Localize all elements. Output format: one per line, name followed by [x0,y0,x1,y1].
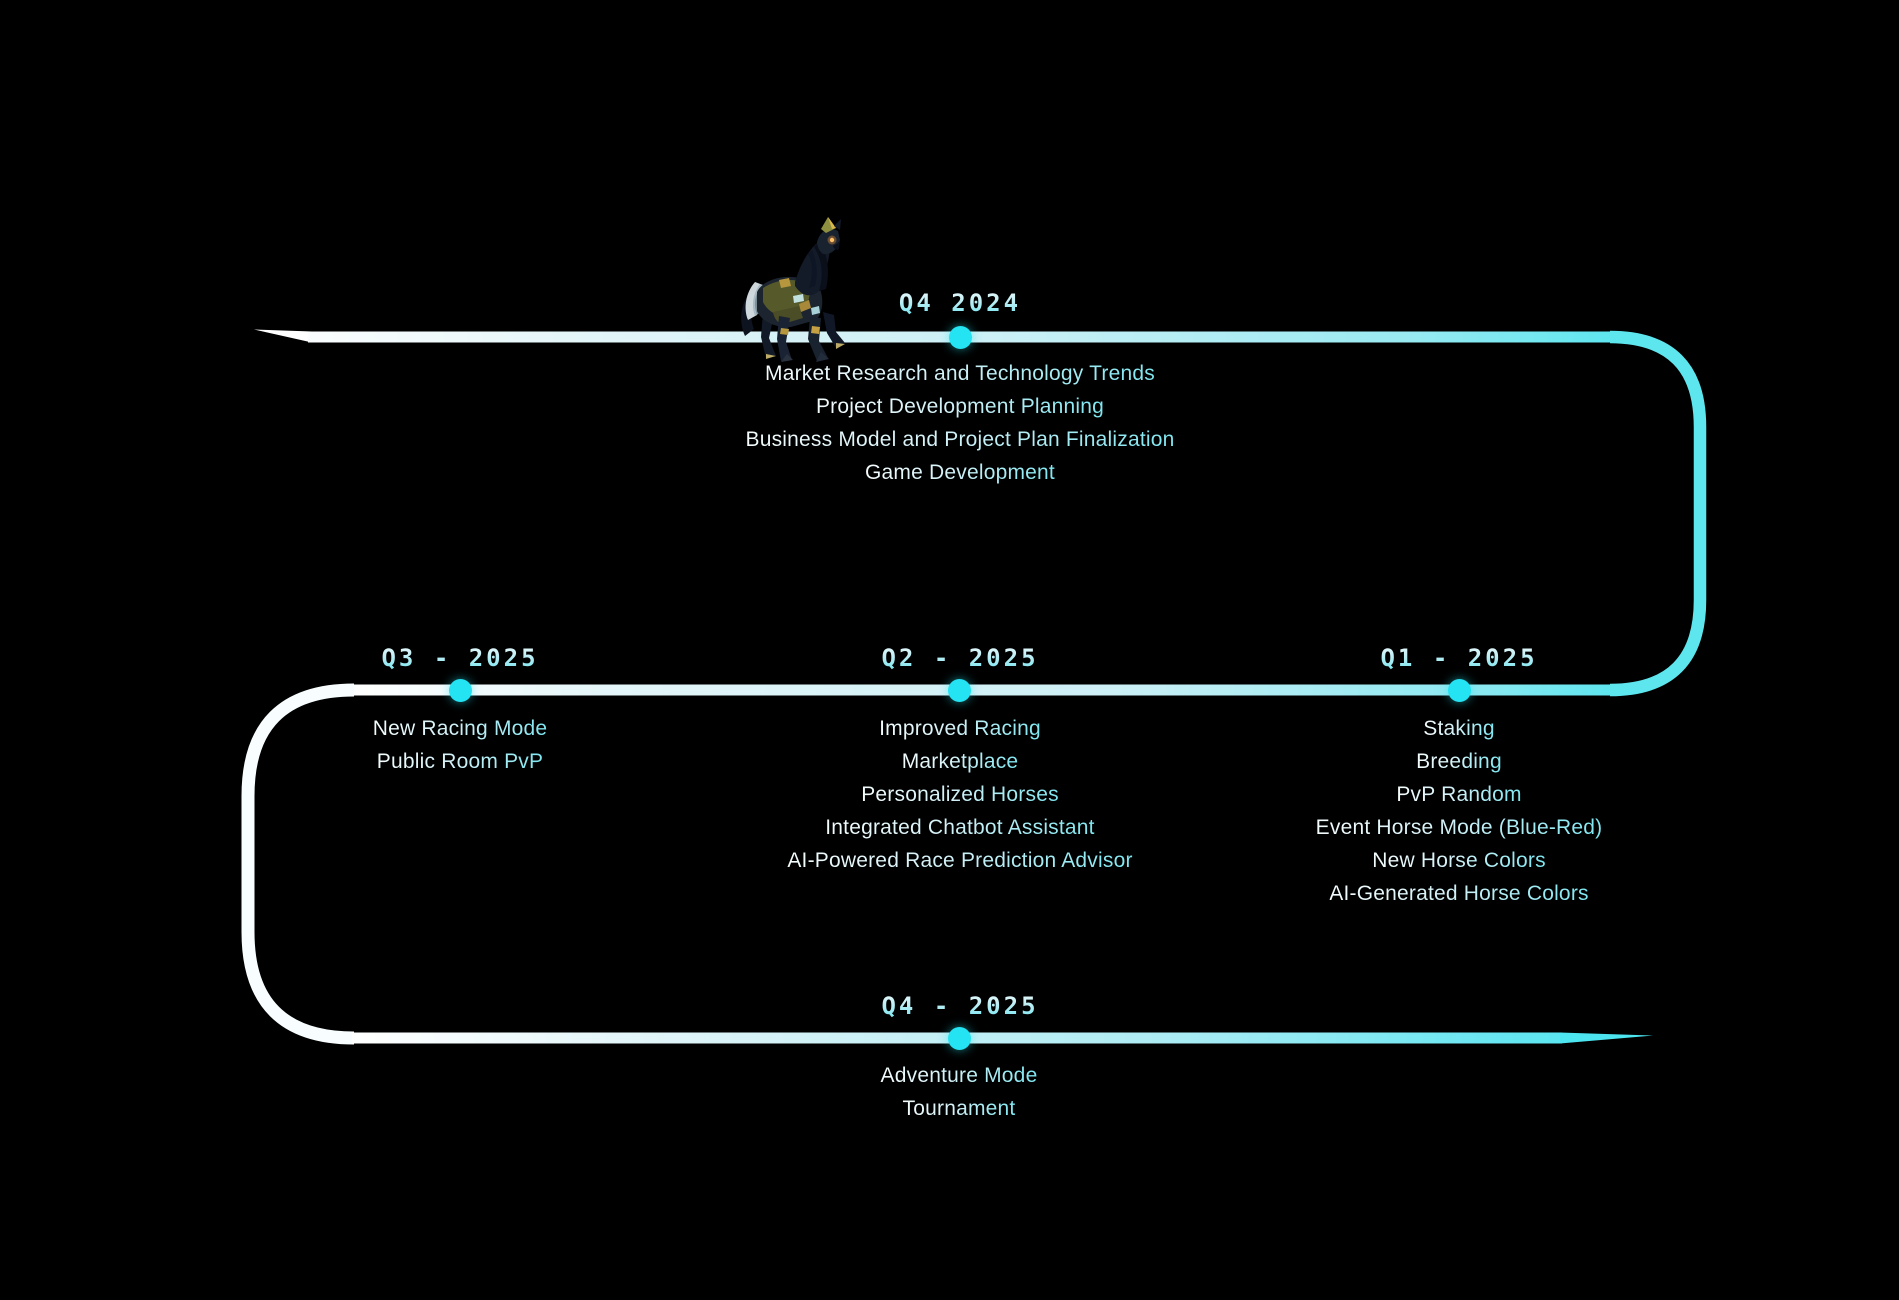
timeline-right-curve [1609,330,1707,697]
list-item: Market Research and Technology Trends [745,357,1174,390]
milestone-dot-q3-2025 [448,678,472,702]
milestone-list-q4-2025: Adventure Mode Tournament [881,1059,1038,1125]
list-item: New Horse Colors [1316,844,1603,877]
list-item: Personalized Horses [787,778,1132,811]
timeline-row1-tip [254,329,312,343]
list-item: Breeding [1316,745,1603,778]
milestone-dot-q1-2025 [1447,678,1471,702]
armored-horse-illustration [741,217,845,362]
milestone-dot-q4-2024 [948,325,972,349]
list-item: Game Development [745,456,1174,489]
list-item: AI-Generated Horse Colors [1316,877,1603,910]
milestone-label-q4-2024: Q4 2024 [898,289,1022,317]
list-item: Project Development Planning [745,390,1174,423]
milestone-list-q4-2024: Market Research and Technology Trends Pr… [745,357,1174,489]
list-item: Improved Racing [787,712,1132,745]
list-item: Marketplace [787,745,1132,778]
list-item: Integrated Chatbot Assistant [787,811,1132,844]
milestone-dot-q2-2025 [947,678,971,702]
timeline-left-curve [241,683,355,1045]
list-item: Public Room PvP [373,745,548,778]
list-item: Tournament [881,1092,1038,1125]
list-item: AI-Powered Race Prediction Advisor [787,844,1132,877]
milestone-dot-q4-2025 [947,1026,971,1050]
milestone-label-q1-2025: Q1 - 2025 [1380,644,1538,672]
milestone-label-q4-2025: Q4 - 2025 [881,992,1039,1020]
timeline-row3-tip [1560,1032,1653,1044]
list-item: Adventure Mode [881,1059,1038,1092]
milestone-label-q3-2025: Q3 - 2025 [381,644,539,672]
list-item: Business Model and Project Plan Finaliza… [745,423,1174,456]
list-item: PvP Random [1316,778,1603,811]
milestone-list-q2-2025: Improved Racing Marketplace Personalized… [787,712,1132,877]
milestone-label-q2-2025: Q2 - 2025 [881,644,1039,672]
milestone-list-q1-2025: Staking Breeding PvP Random Event Horse … [1316,712,1603,910]
milestone-list-q3-2025: New Racing Mode Public Room PvP [373,712,548,778]
list-item: Staking [1316,712,1603,745]
list-item: Event Horse Mode (Blue-Red) [1316,811,1603,844]
list-item: New Racing Mode [373,712,548,745]
